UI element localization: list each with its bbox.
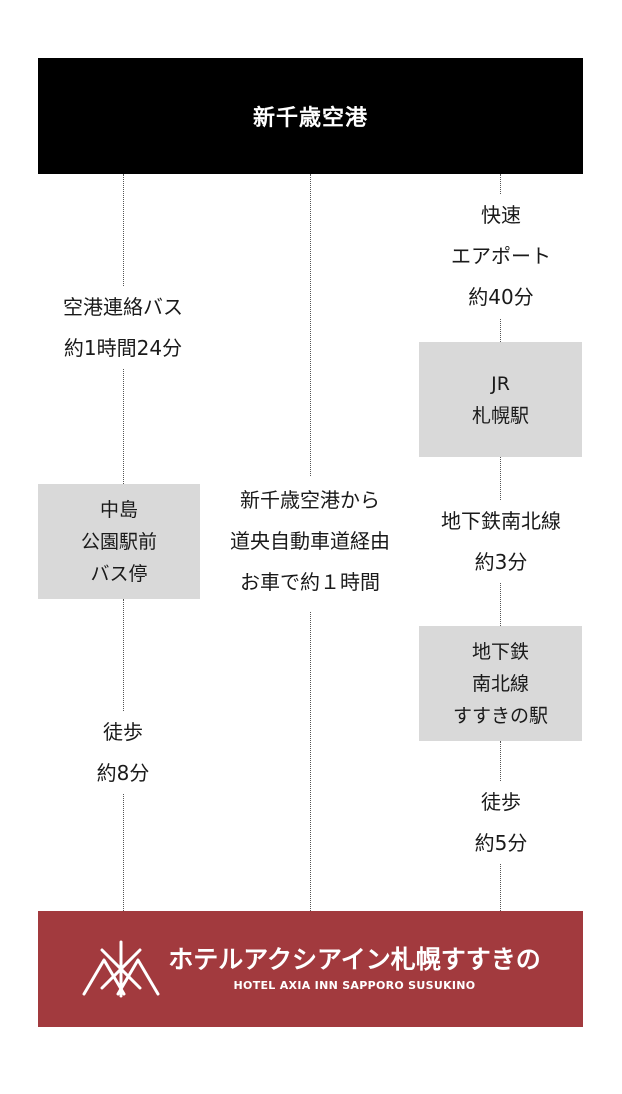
destination-name-jp: ホテルアクシアイン札幌すすきの [168,945,541,974]
car-route-line-2: 道央自動車道経由 [230,529,390,553]
susukino-station-box: 地下鉄 南北線 すすきの駅 [419,626,582,741]
train-leg1-line-1: 快速 [481,203,521,227]
bus-stop-line-1: 中島 [99,498,138,521]
destination-name-en: HOTEL AXIA INN SAPPORO SUSUKINO [233,979,476,992]
axia-logo-icon [82,940,160,998]
jr-sapporo-station-box: JR 札幌駅 [419,342,582,457]
car-connector-line-1 [310,174,311,476]
car-route-label: 新千歳空港から 道央自動車道経由 お車で約１時間 [205,480,415,603]
bus-stop-box: 中島 公園駅前 バス停 [38,484,200,599]
origin-label: 新千歳空港 [252,106,368,131]
train-leg2-label: 地下鉄南北線 約3分 [415,501,587,583]
origin-box: 新千歳空港 [38,58,583,174]
train-leg1-line-3: 約40分 [468,285,534,309]
train-walk-time: 約5分 [474,831,528,855]
train-walk-mode: 徒歩 [481,790,521,814]
car-route-line-1: 新千歳空港から [240,488,380,512]
bus-leg-time: 約1時間24分 [63,336,183,360]
station1-line-2: 札幌駅 [471,404,529,427]
bus-walk-time: 約8分 [96,761,150,785]
station1-line-1: JR [491,372,510,395]
bus-walk-label: 徒歩 約8分 [38,712,208,794]
car-connector-line-2 [310,612,311,911]
station2-line-1: 地下鉄 [471,640,529,663]
bus-stop-line-3: バス停 [90,562,148,585]
bus-stop-line-2: 公園駅前 [80,530,157,553]
bus-leg-mode: 空港連絡バス [63,295,183,319]
train-leg2-line-1: 地下鉄南北線 [441,509,561,533]
bus-leg-label: 空港連絡バス 約1時間24分 [38,287,208,369]
train-leg2-line-2: 約3分 [474,550,528,574]
station2-line-2: 南北線 [471,672,529,695]
destination-box: ホテルアクシアイン札幌すすきの HOTEL AXIA INN SAPPORO S… [38,911,583,1027]
station2-line-3: すすきの駅 [452,704,548,727]
train-walk-label: 徒歩 約5分 [420,782,582,864]
car-route-line-3: お車で約１時間 [240,570,380,594]
bus-walk-mode: 徒歩 [103,720,143,744]
train-leg1-label: 快速 エアポート 約40分 [420,195,582,318]
train-leg1-line-2: エアポート [451,244,551,268]
